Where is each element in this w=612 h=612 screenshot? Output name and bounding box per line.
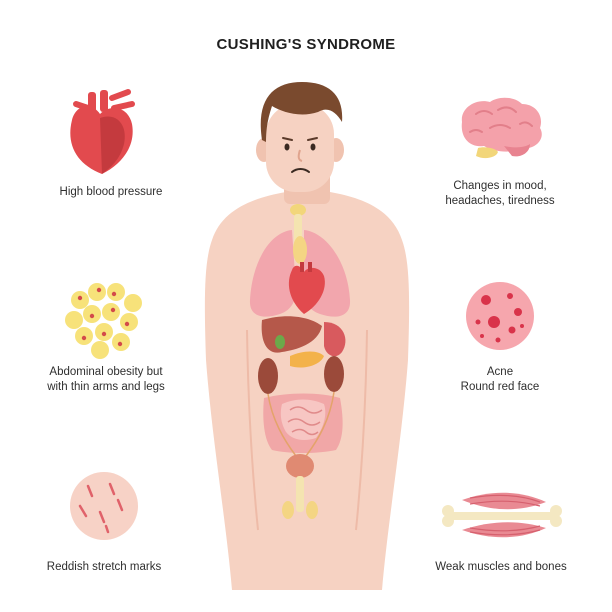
label-weak-muscles: Weak muscles and bones — [435, 561, 567, 573]
label-mood-changes-line1: Changes in mood, — [453, 180, 547, 192]
thyroid — [290, 204, 306, 216]
right-eye — [310, 143, 316, 151]
left-kidney — [258, 358, 278, 394]
hair — [260, 82, 343, 142]
label-abdominal-obesity: Abdominal obesity but with thin arms and… — [36, 365, 176, 395]
label-high-blood-pressure: High blood pressure — [59, 186, 163, 198]
stomach — [324, 322, 346, 357]
organs — [249, 204, 351, 519]
label-acne: Acne Round red face — [440, 365, 560, 395]
nose — [297, 149, 303, 162]
gallbladder — [275, 335, 285, 349]
face — [266, 104, 334, 192]
label-stretch-marks: Reddish stretch marks — [46, 561, 162, 573]
left-eye — [284, 143, 290, 151]
label-mood-changes: Changes in mood, headaches, tiredness — [430, 179, 570, 209]
page-title: CUSHING'S SYNDROME — [216, 36, 396, 53]
brain-icon — [461, 97, 542, 159]
fat-cells-icon — [65, 283, 142, 359]
head — [256, 82, 344, 192]
left-brow — [282, 137, 293, 141]
acne-skin-icon — [466, 282, 534, 350]
label-mood-changes-line2: headaches, tiredness — [445, 195, 555, 207]
stretch-marks-icon — [70, 472, 138, 540]
heart-icon — [70, 89, 135, 174]
label-acne-line2: Round red face — [460, 381, 540, 393]
right-brow — [307, 137, 318, 141]
pancreas — [290, 351, 324, 368]
small-intestine — [280, 399, 326, 440]
label-abdominal-obesity-line1: Abdominal obesity but — [49, 366, 163, 378]
bladder — [286, 454, 314, 478]
label-abdominal-obesity-line2: with thin arms and legs — [47, 381, 165, 393]
heart-organ — [288, 265, 325, 314]
right-kidney — [324, 356, 344, 392]
muscle-bone-icon — [442, 492, 562, 538]
label-acne-line1: Acne — [486, 366, 514, 378]
left-lung — [249, 230, 296, 317]
sad-mouth — [291, 168, 310, 173]
